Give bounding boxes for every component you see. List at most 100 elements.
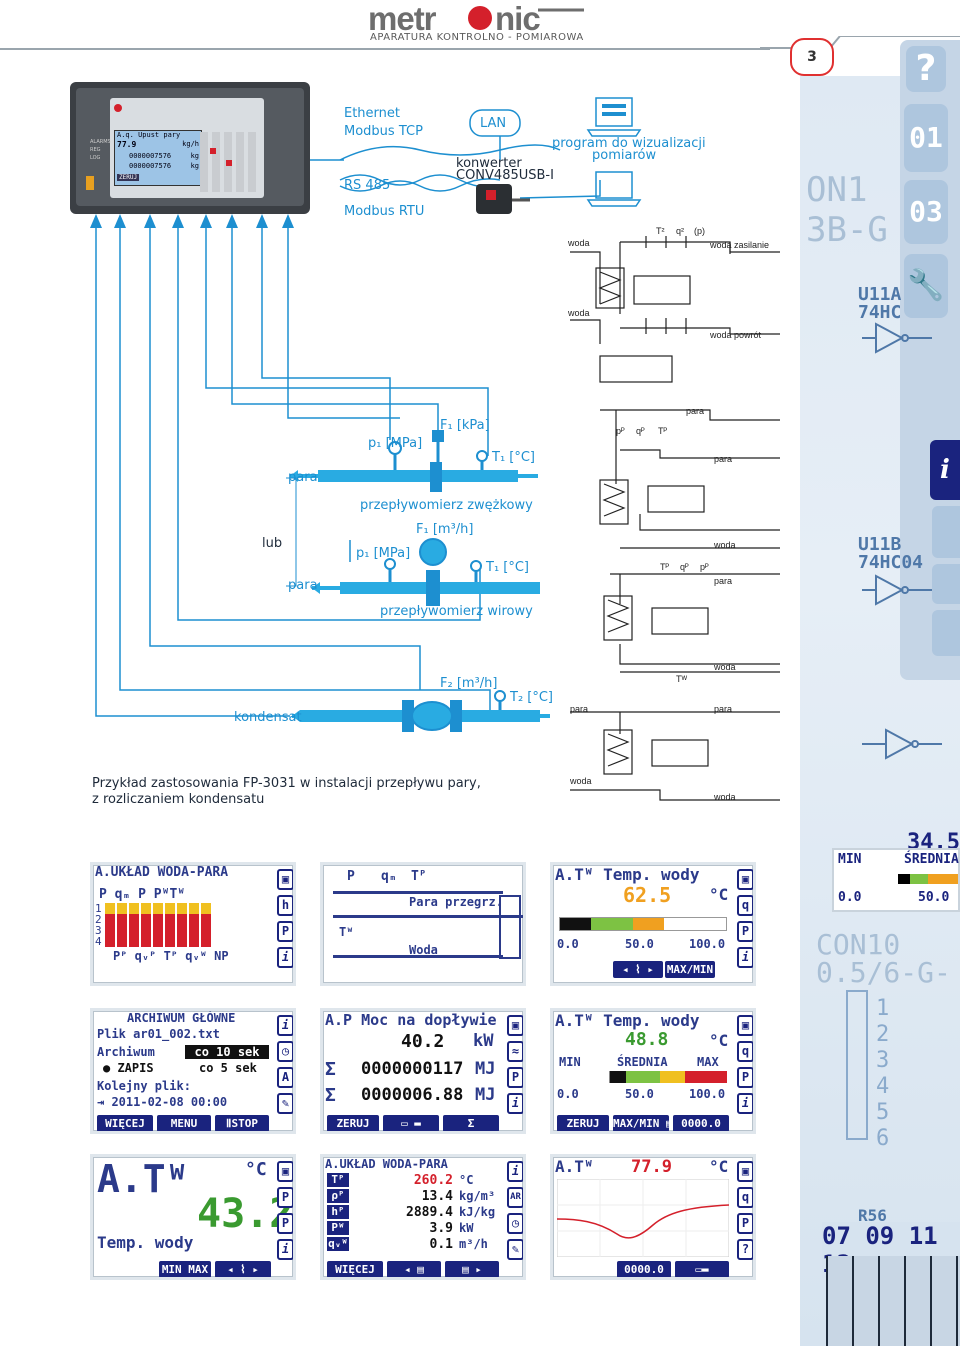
temp1-btn-p[interactable]: P: [737, 921, 753, 942]
inverter-gate-3: [862, 728, 942, 760]
temp1-scale-0: 0.0: [557, 937, 579, 951]
uklad-btn-h[interactable]: h: [277, 895, 293, 916]
uklad-btn-menu[interactable]: ▣: [277, 869, 293, 890]
big-btn-p2[interactable]: P: [277, 1213, 293, 1234]
inverter-gate-2: [862, 574, 932, 606]
temp2-btn-minmax[interactable]: MAX/MIN ▤: [613, 1115, 673, 1131]
archiwum-next-value: ⇥ 2011-02-08 00:00: [97, 1095, 228, 1109]
schemat-tw: Tᵂ: [339, 925, 354, 939]
s2-t: Tᴾ: [658, 426, 667, 436]
temp2-max: MAX: [697, 1055, 719, 1069]
temp1-btn-menu[interactable]: ▣: [737, 869, 753, 890]
table-btn-tool[interactable]: ✎: [507, 1239, 523, 1260]
archiwum-btn-tool[interactable]: ✎: [277, 1093, 293, 1114]
moc-btn-p[interactable]: P: [507, 1067, 523, 1088]
trend-btn-q[interactable]: q: [737, 1187, 753, 1208]
uklad-header: P qₘ P PᵂTᵂ: [99, 887, 186, 902]
temp2-btn-p[interactable]: P: [737, 1067, 753, 1088]
screen-trend: A.Tᵂ 77.9 °C 0000.0 ▭▬ ▣ q P ?: [550, 1154, 756, 1280]
big-btn-menu[interactable]: ▣: [277, 1161, 293, 1182]
trend-unit: °C: [709, 1157, 729, 1176]
tab-03: 03: [904, 180, 948, 244]
table-row-symbol: Pᵂ: [327, 1221, 349, 1235]
big-btn-minmax[interactable]: MIN MAX: [159, 1261, 211, 1277]
archiwum-btn-clock[interactable]: ◷: [277, 1041, 293, 1062]
caption-line-1: Przykład zastosowania FP-3031 w instalac…: [92, 776, 481, 791]
big-title: A.Tᵂ: [97, 1157, 189, 1201]
trend-btn-value[interactable]: 0000.0: [617, 1261, 671, 1277]
archiwum-opt2[interactable]: co 5 sek: [199, 1061, 257, 1075]
temp1-btn-info[interactable]: i: [737, 947, 753, 968]
side-connector: [846, 990, 868, 1140]
moc-btn-info[interactable]: i: [507, 1093, 523, 1114]
uklad-btn-info[interactable]: i: [277, 947, 293, 968]
rs485-label: RS 485: [344, 178, 391, 193]
table-btn-list1[interactable]: ◂ ▤: [387, 1261, 441, 1277]
trend-btn-help[interactable]: ?: [737, 1239, 753, 1260]
temp2-btn-q[interactable]: q: [737, 1041, 753, 1062]
moc-btn-menu[interactable]: ▣: [507, 1015, 523, 1036]
schemat-q: qₘ: [381, 869, 397, 884]
table-row-unit: kJ/kg: [459, 1205, 496, 1219]
moc-btn-sigma[interactable]: Σ: [443, 1115, 499, 1131]
pipe-condensate: [292, 690, 550, 732]
svg-text:nic: nic: [495, 4, 540, 34]
moc-btn-slider[interactable]: ▭ ▬: [383, 1115, 439, 1131]
archiwum-btn-wiecej[interactable]: WIĘCEJ: [97, 1115, 153, 1131]
temp2-btn-value[interactable]: 0000.0: [673, 1115, 729, 1131]
trend-btn-slider[interactable]: ▭▬: [675, 1261, 729, 1277]
temp2-btn-info[interactable]: i: [737, 1093, 753, 1114]
trend-btn-menu[interactable]: ▣: [737, 1161, 753, 1182]
temp2-btn-menu[interactable]: ▣: [737, 1015, 753, 1036]
table-title: A.UKŁAD WODA-PARA: [325, 1157, 448, 1171]
side-val1: 0.0: [838, 890, 862, 905]
temp1-bar: [559, 917, 727, 931]
t1-label-2: T₁ [°C]: [486, 560, 530, 575]
moc-btn-zeruj[interactable]: ZERUJ: [327, 1115, 379, 1131]
s4-woda-right: woda: [713, 792, 736, 802]
s1-woda-out: woda: [567, 308, 590, 318]
list-tab-icon: [932, 506, 960, 558]
table-row-symbol: Tᴾ: [327, 1173, 349, 1187]
table-btn-clock[interactable]: ◷: [507, 1213, 523, 1234]
pipe-vortex: [312, 538, 540, 606]
archiwum-btn-menu[interactable]: MENU: [157, 1115, 211, 1131]
table-btn-info[interactable]: i: [507, 1161, 523, 1182]
help-tab-icon: ?: [906, 46, 946, 92]
archiwum-zapis: ● ZAPIS: [103, 1061, 154, 1075]
t1-label-1: T₁ [°C]: [492, 450, 536, 465]
side-bottom-bars: [826, 1256, 960, 1346]
table-btn-ar[interactable]: AR: [507, 1187, 523, 1208]
big-btn-info[interactable]: i: [277, 1239, 293, 1260]
archiwum-btn-a[interactable]: A: [277, 1067, 293, 1088]
table-btn-list2[interactable]: ▤ ▸: [445, 1261, 499, 1277]
side-connector-pins: 1 2 3 4 5 6: [876, 996, 890, 1151]
f1-m3h-label: F₁ [m³/h]: [416, 522, 474, 537]
modbus-rtu-label: Modbus RTU: [344, 204, 425, 219]
chip-text-4: 74HC: [858, 302, 902, 323]
archiwum-btn-info[interactable]: i: [277, 1015, 293, 1036]
s3-t: Tᴾ: [660, 562, 669, 572]
archiwum-opt1[interactable]: co 10 sek: [185, 1045, 269, 1059]
trend-btn-p[interactable]: P: [737, 1213, 753, 1234]
temp1-btn-chart[interactable]: ◂ ⌇ ▸: [613, 961, 663, 978]
table-btn-wiecej[interactable]: WIĘCEJ: [327, 1261, 383, 1277]
screen-big: A.Tᵂ °C 43.2 Temp. wody MIN MAX ◂ ⌇ ▸ ▣ …: [90, 1154, 296, 1280]
para-label-1: para: [288, 470, 318, 485]
chip-text-6: 74HC04: [858, 552, 924, 573]
big-btn-p[interactable]: P: [277, 1187, 293, 1208]
temp2-mid: ŚREDNIA: [617, 1055, 668, 1069]
temp1-btn-minmax[interactable]: MAX/MIN: [665, 961, 715, 978]
big-btn-chart[interactable]: ◂ ⌇ ▸: [215, 1261, 271, 1277]
p1-label-1: p₁ [MPa]: [368, 436, 423, 451]
side-mini-screen: MIN ŚREDNIA 0.0 50.0: [832, 848, 960, 912]
temp2-btn-zeruj[interactable]: ZERUJ: [557, 1115, 609, 1131]
temp1-btn-q[interactable]: q: [737, 895, 753, 916]
f2-m3h-label: F₂ [m³/h]: [440, 676, 498, 691]
uklad-btn-p[interactable]: P: [277, 921, 293, 942]
schemat-t: Tᴾ: [411, 869, 427, 884]
lub-label: lub: [262, 536, 283, 551]
s3-q: qᴾ: [680, 562, 689, 572]
archiwum-btn-stop[interactable]: ⅡSTOP: [215, 1115, 269, 1131]
moc-btn-ar[interactable]: ≈: [507, 1041, 523, 1062]
